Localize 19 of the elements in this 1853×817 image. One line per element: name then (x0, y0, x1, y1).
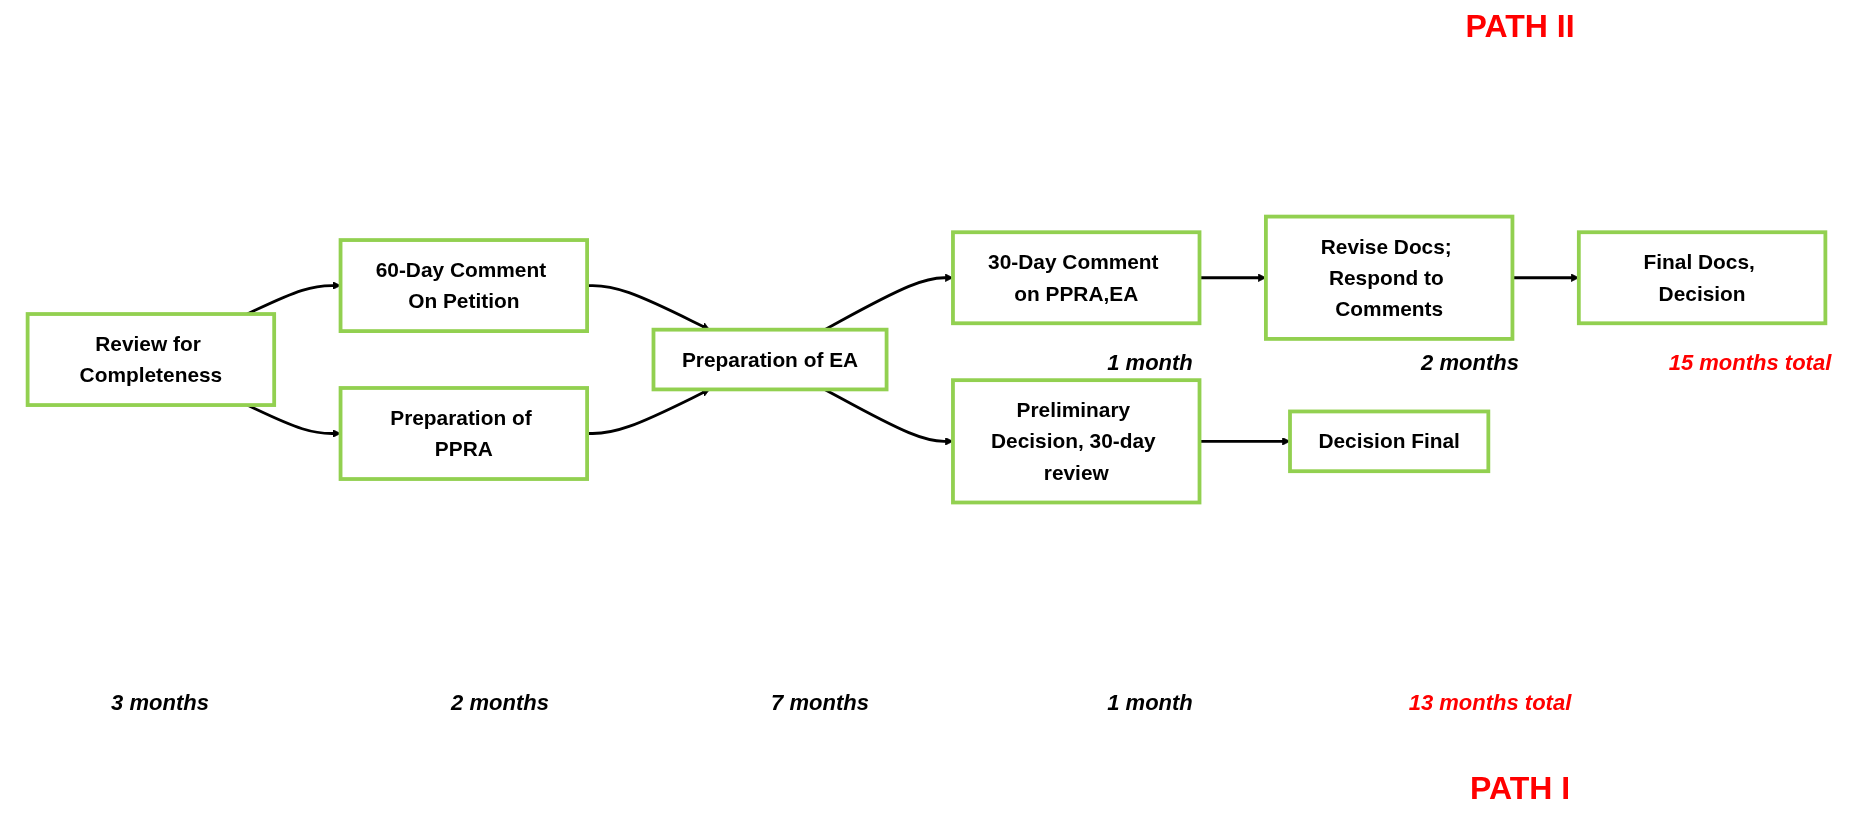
node-box: Revise Docs; Respond to Comments (1264, 215, 1515, 342)
duration-label: 2 months (451, 690, 549, 716)
node-box: Preliminary Decision, 30-day review (951, 378, 1202, 505)
node-box: 30-Day Comment on PPRA,EA (951, 230, 1202, 326)
node-box: Review for Completeness (25, 312, 277, 408)
node-box: Final Docs, Decision (1576, 230, 1828, 326)
duration-label: 2 months (1421, 350, 1519, 376)
duration-label: 1 month (1107, 690, 1193, 716)
node-box: Preparation of PPRA (338, 386, 589, 482)
path-heading: PATH I (1469, 770, 1571, 807)
node-box: 60-Day Comment On Petition (338, 238, 589, 334)
path-heading: PATH II (1465, 8, 1575, 45)
duration-label: 7 months (771, 690, 869, 716)
duration-label: 1 month (1107, 350, 1193, 376)
duration-label: 15 months total (1668, 350, 1832, 376)
node-box: Preparation of EA (651, 328, 889, 392)
duration-label: 13 months total (1408, 690, 1572, 716)
duration-label: 3 months (111, 690, 209, 716)
node-box: Decision Final (1288, 410, 1491, 474)
